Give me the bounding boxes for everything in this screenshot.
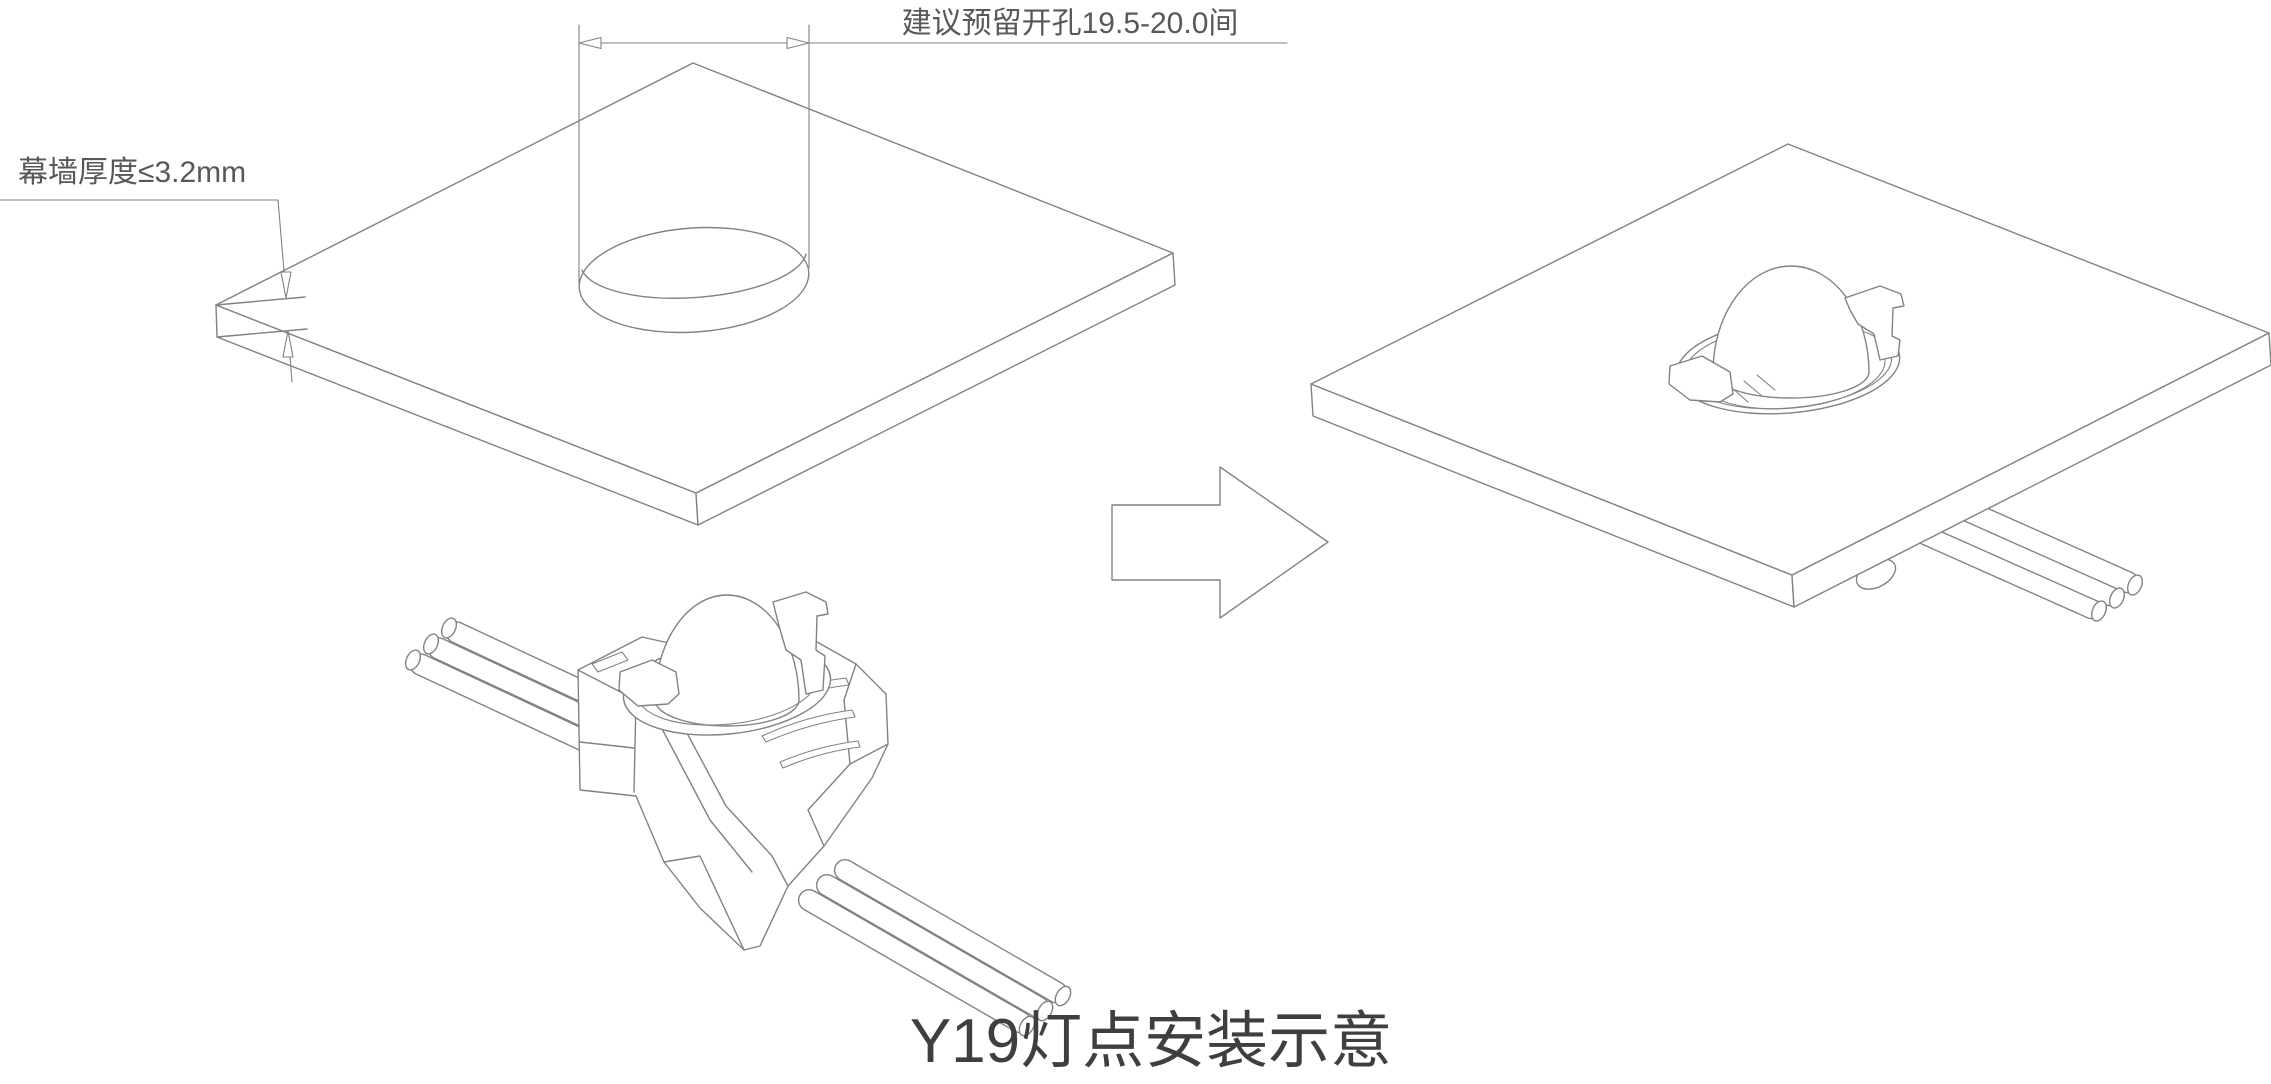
module-clip-left (618, 659, 680, 707)
wire-end-cap (1054, 985, 1072, 1007)
panel-top-face (215, 62, 1174, 494)
installed-dome-lens (1712, 265, 1870, 399)
vent-slot (779, 740, 861, 769)
diagram-title: Y19灯点安装示意 (910, 1007, 1392, 1076)
dimension-arrow-right-icon (786, 36, 810, 50)
wire-end-cap (2126, 574, 2144, 596)
led-module (404, 591, 1072, 1037)
module-wires-left (404, 617, 630, 752)
thickness-arrow-down-icon (280, 271, 292, 299)
thickness-leader-line (0, 199, 285, 272)
step-arrow-icon (1111, 466, 1329, 619)
wire-end-cap (440, 617, 458, 639)
installed-clip-left (1668, 355, 1734, 403)
module-dome-lens (654, 594, 800, 727)
wire-end-cap (2090, 600, 2108, 622)
wire-end-cap (1036, 1000, 1054, 1022)
installed-clip-right (1844, 285, 1905, 361)
wire-end-cap (1018, 1015, 1036, 1037)
hole-dimension-callout: 建议预留开孔19.5-20.0间 (578, 7, 1288, 286)
thickness-break-line-bottom (216, 328, 308, 338)
wall-thickness-label: 幕墙厚度≤3.2mm (18, 156, 246, 189)
thickness-break-line-top (215, 296, 306, 306)
ring-ribs (1731, 374, 1776, 403)
wire-end-cap (404, 649, 422, 671)
vent-slot (591, 651, 629, 673)
dimension-arrow-left-icon (578, 36, 602, 50)
collar-inner-edge (636, 676, 818, 726)
hole-dimension-label: 建议预留开孔19.5-20.0间 (902, 7, 1239, 40)
wall-thickness-callout: 幕墙厚度≤3.2mm (0, 156, 294, 383)
reserved-hole (578, 226, 810, 334)
module-wires-right (797, 859, 1072, 1037)
wire-end-cap (422, 633, 440, 655)
thickness-arrow-tail (289, 356, 293, 383)
panel-with-installed-module (1310, 143, 2271, 622)
vent-slot (761, 709, 856, 743)
installed-wires-right (1903, 492, 2144, 622)
wire-end-cap (2108, 587, 2126, 609)
installed-module (1668, 265, 1905, 415)
thickness-arrow-up-icon (282, 330, 294, 358)
panel-with-hole (215, 62, 1176, 526)
module-clip-right (772, 591, 829, 695)
